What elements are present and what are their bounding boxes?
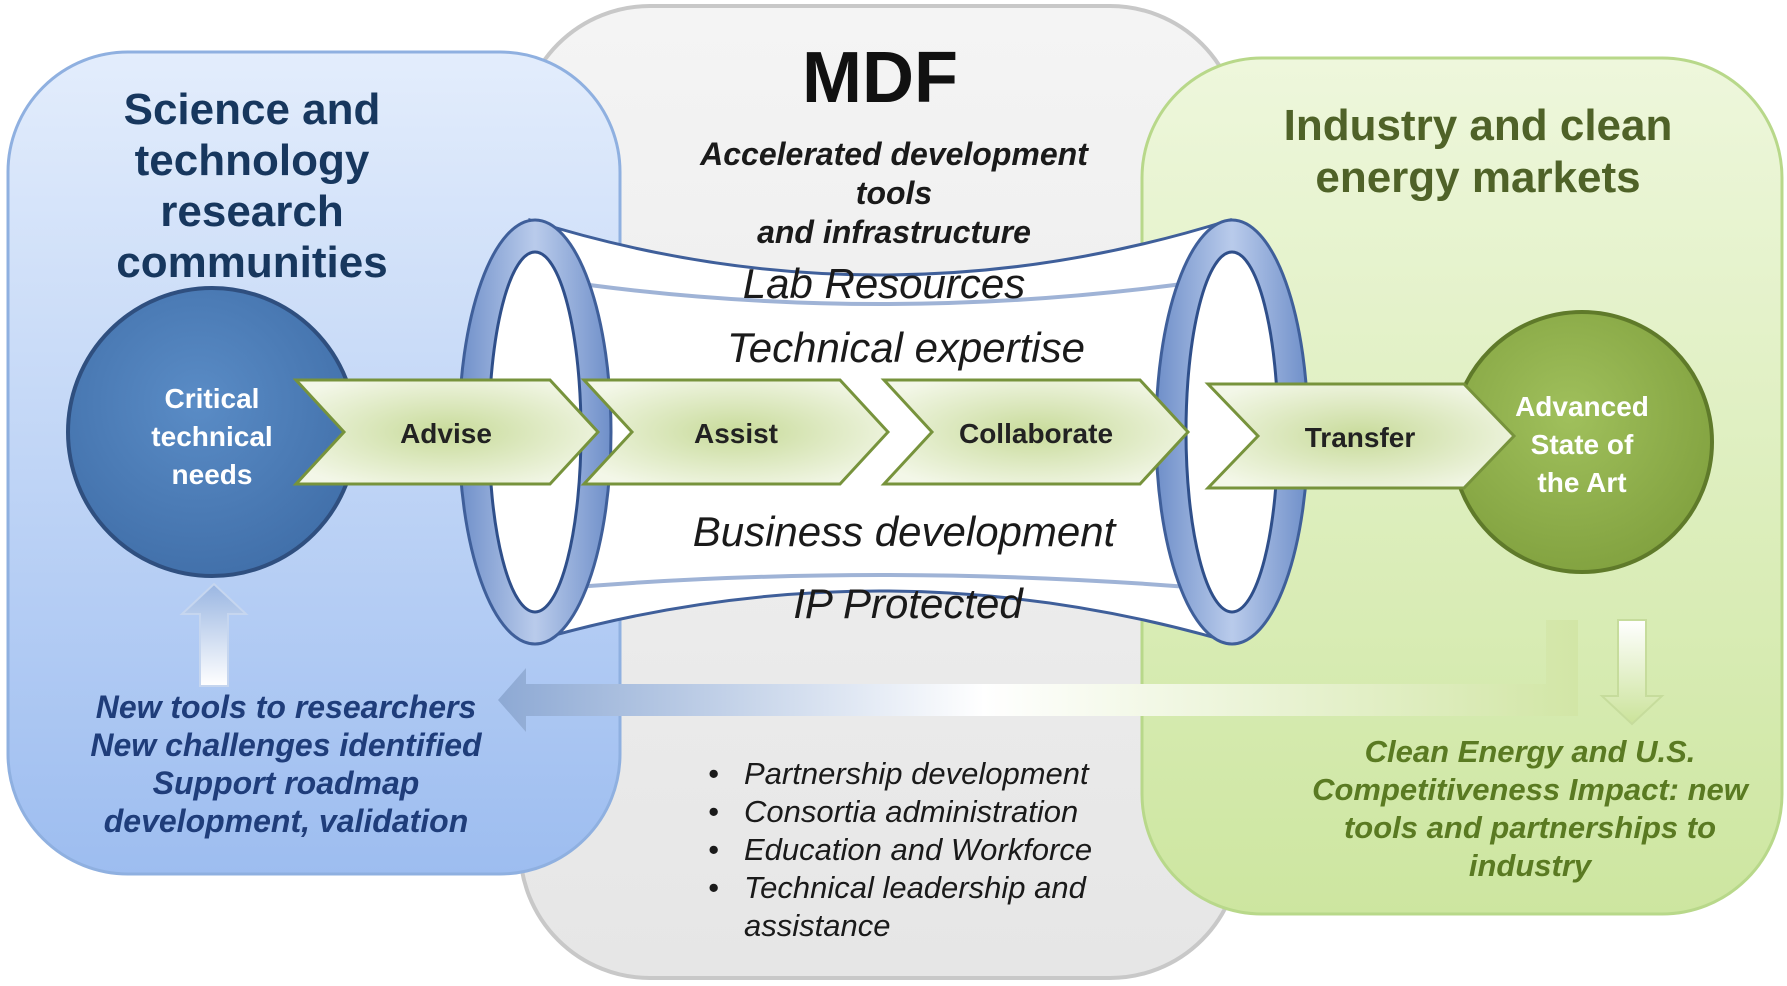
pipe-label-ip-protected: IP Protected [793,580,1024,627]
right-note-line-4: industry [1469,848,1593,883]
left-note-line-3: Support roadmap [153,765,420,801]
step-label-advise: Advise [400,418,492,449]
right-note-line-3: tools and partnerships to [1344,810,1716,845]
advanced-state-line-3: the Art [1537,467,1626,498]
bullet-glyph: • [708,870,719,905]
mdf-subtitle-line-2: tools [856,175,932,211]
pipe-label-technical-expertise: Technical expertise [727,324,1085,371]
bullet-glyph: • [708,756,719,791]
bullet-item: Consortia administration [744,794,1078,829]
pipe-label-business-development: Business development [693,508,1118,555]
bullet-list: • Partnership development • Consortia ad… [708,756,1092,943]
right-title-line-1: Industry and clean [1284,101,1673,150]
chevron-advise: Advise [292,378,601,486]
right-title-line-2: energy markets [1315,153,1640,202]
step-label-transfer: Transfer [1305,422,1416,453]
right-note-line-2: Competitiveness Impact: new [1312,772,1750,807]
left-note-line-2: New challenges identified [90,727,483,763]
bullet-glyph: • [708,794,719,829]
down-arrow [1599,619,1665,726]
left-note-line-1: New tools to researchers [96,689,477,725]
chevron-assist: Assist [580,378,891,486]
chevron-transfer: Transfer [1204,382,1517,490]
step-label-assist: Assist [694,418,778,449]
pipe-inner-bottom-line [539,573,1226,592]
left-title-line-1: Science and [124,85,381,134]
critical-needs-line-1: Critical [165,383,260,414]
left-title-line-2: technology [135,136,370,185]
pipe-inner-top-line [539,276,1226,306]
mdf-title: MDF [802,38,958,118]
left-note-line-4: development, validation [104,803,469,839]
mdf-subtitle-line-1: Accelerated development [699,136,1089,172]
left-title-line-3: research [160,187,343,236]
critical-needs-line-3: needs [172,459,253,490]
advanced-state-line-2: State of [1531,429,1634,460]
bullet-glyph: • [708,832,719,867]
mdf-subtitle-line-3: and infrastructure [757,214,1031,250]
bullet-item: Education and Workforce [744,832,1092,867]
pipe-label-lab-resources: Lab Resources [743,260,1026,307]
feedback-arrow [498,620,1578,732]
bullet-item: Partnership development [744,756,1090,791]
up-arrow [179,582,249,687]
bullet-item: Technical leadership and [744,870,1088,905]
right-note-line-1: Clean Energy and U.S. [1365,734,1696,769]
step-label-collaborate: Collaborate [959,418,1113,449]
left-title-line-4: communities [116,238,387,287]
bullet-item-continuation: assistance [744,908,890,943]
advanced-state-line-1: Advanced [1515,391,1649,422]
critical-needs-line-2: technical [151,421,272,452]
chevron-collaborate: Collaborate [880,378,1191,486]
